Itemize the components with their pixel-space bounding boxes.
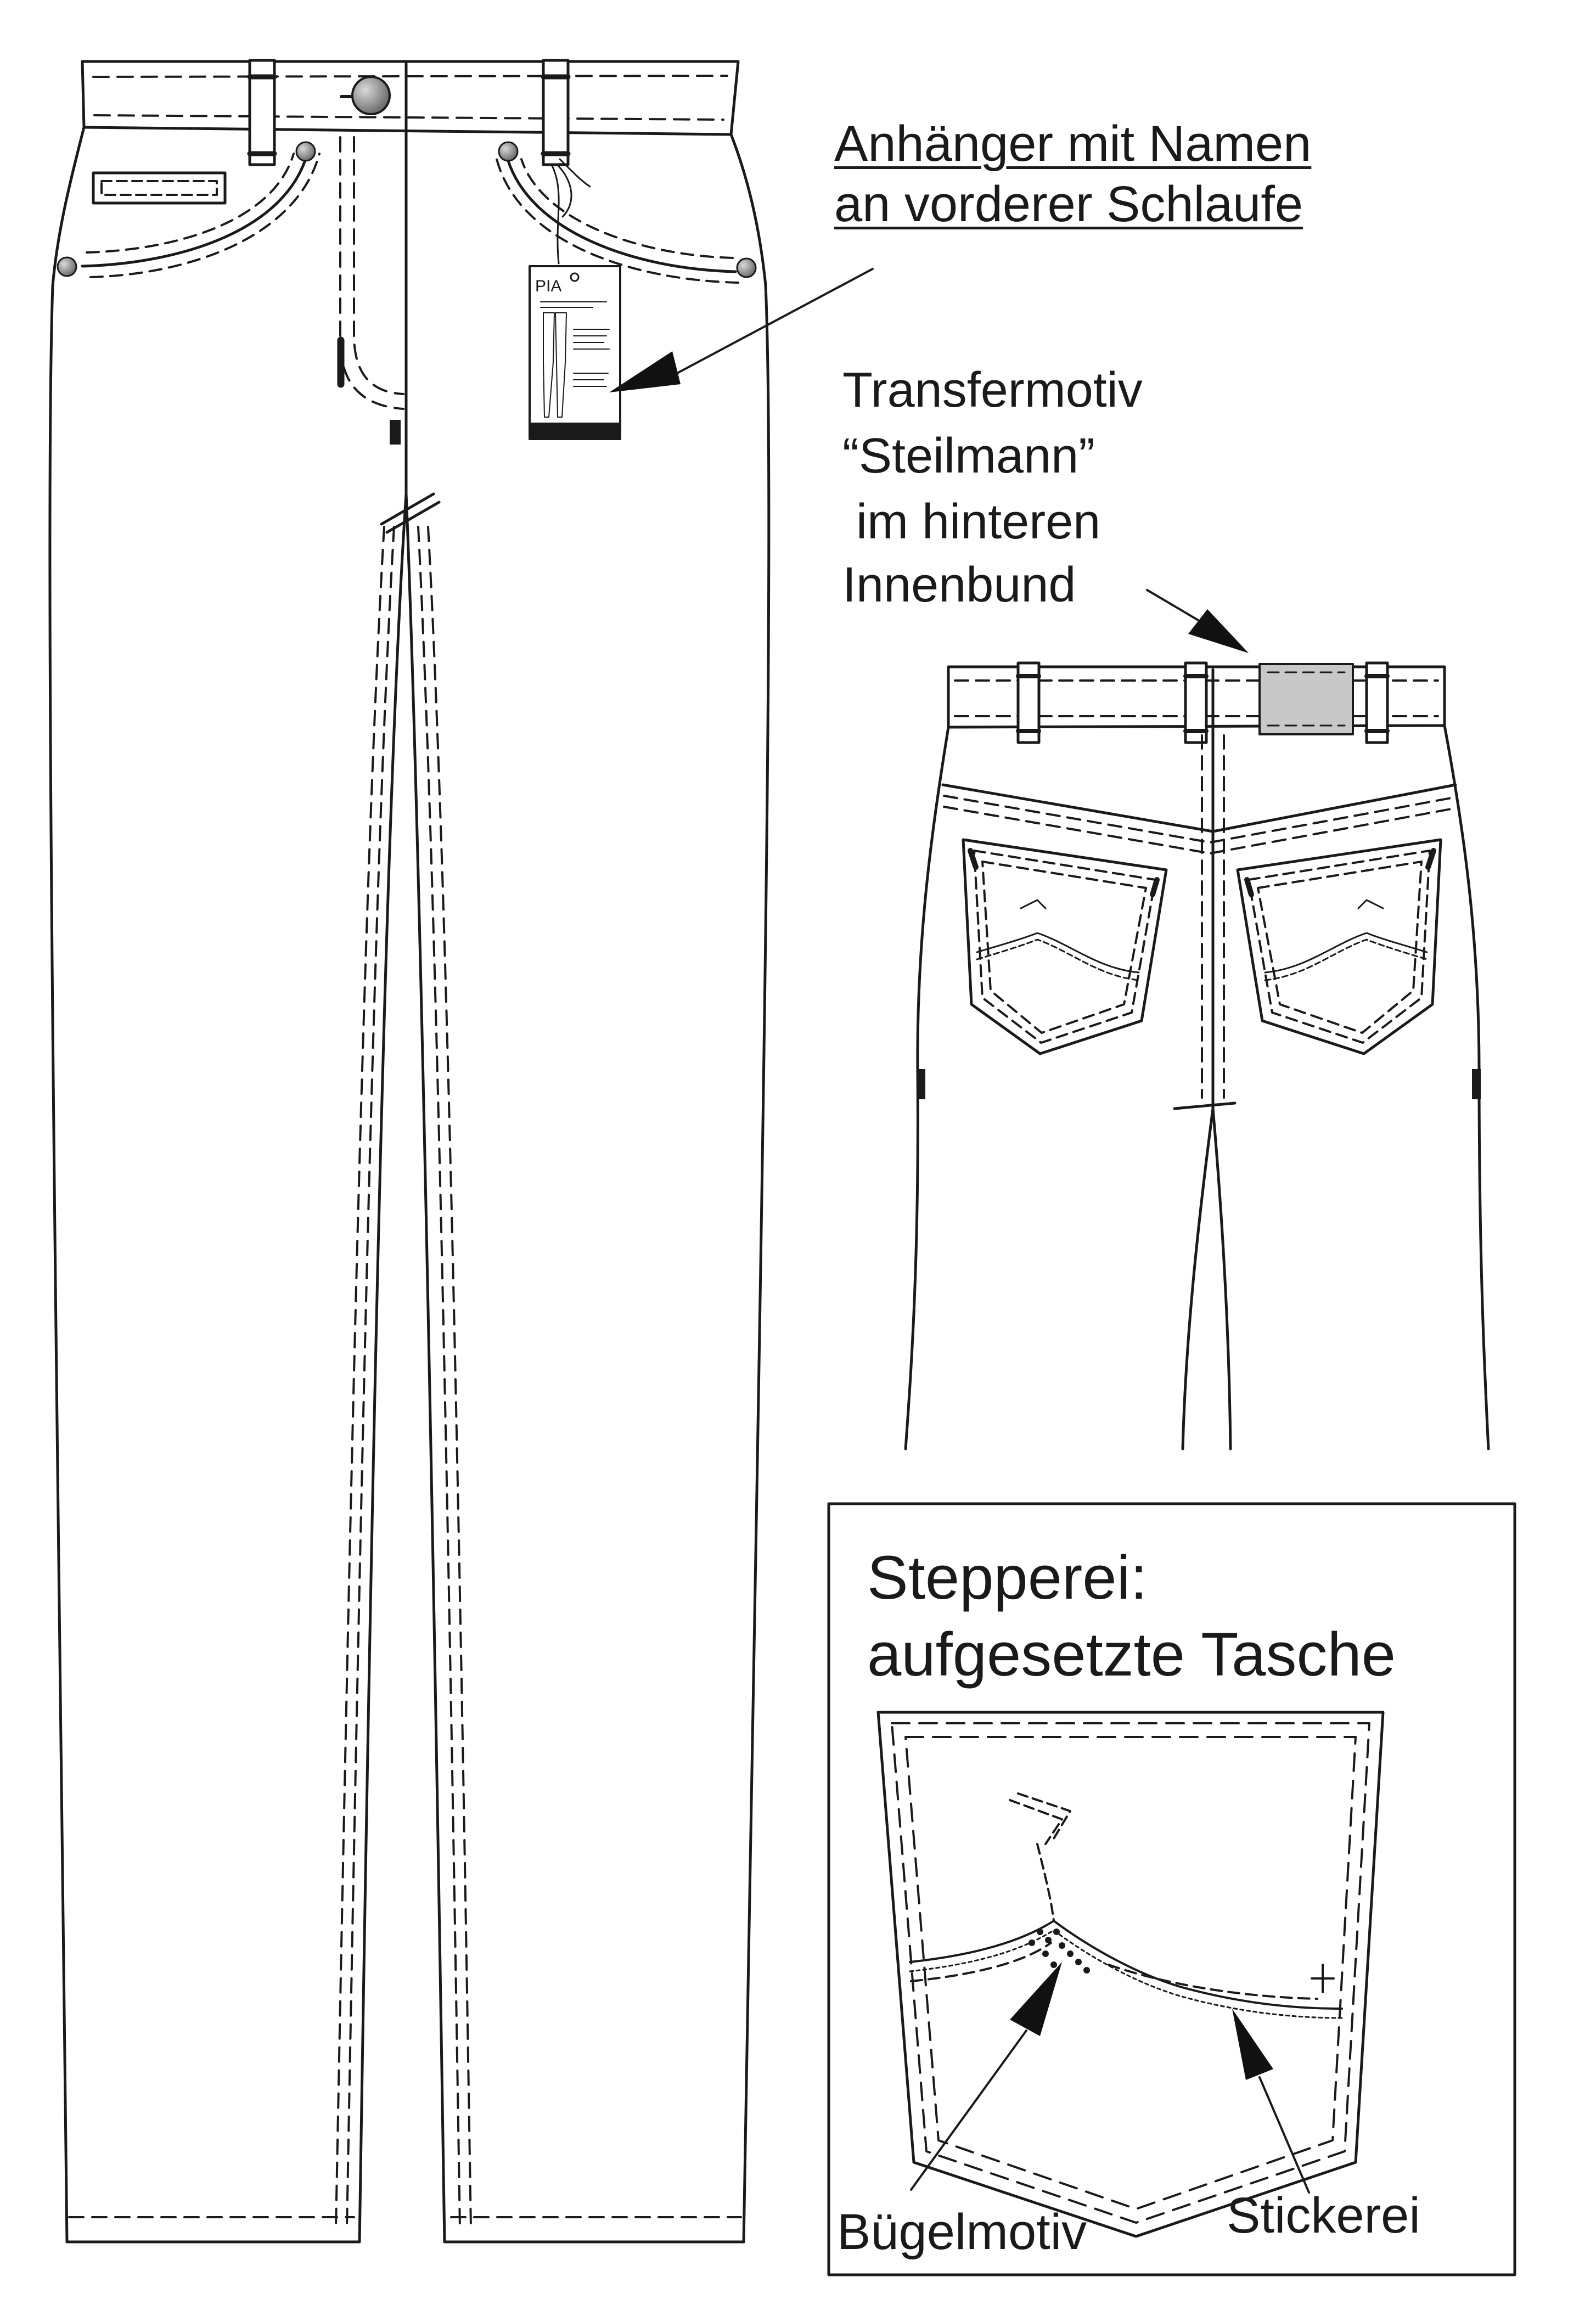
front-legs-outline [48,126,771,2244]
annotation-stickerei: Stickerei [1227,2188,1420,2244]
front-view [48,59,771,2244]
annotation-buegelmotiv: Bügelmotiv [837,2204,1087,2260]
hang-tag-name: PIA [535,277,562,295]
front-waistband [81,60,740,136]
front-button [340,76,391,115]
front-belt-loop-left [247,59,277,166]
front-fly-stitching [337,136,404,445]
annotation-tag-line2: an vorderer Schlaufe [834,176,1303,232]
detail-pocket [876,1711,1385,2238]
rivet [57,256,77,277]
arrow-buegelmotiv [910,1962,1062,2191]
back-yoke [941,734,1458,1099]
detail-title-line1: Stepperei: [867,1543,1148,1612]
rivet [498,141,519,162]
back-belt-loop [1364,661,1390,744]
annotation-tag-line1: Anhänger mit Namen [834,116,1312,172]
back-view [904,661,1490,1451]
arrow-transfer [1146,589,1249,653]
back-legs-outline [904,724,1490,1451]
front-pocket-left [81,152,321,278]
detail-title-line2: aufgesetzte Tasche [867,1620,1396,1689]
back-pocket-right [1236,838,1442,1055]
annotation-transfer-line1: Transfermotiv [842,363,1143,418]
back-belt-loop [1183,661,1209,744]
annotation-transfer-line3: im hinteren [856,494,1101,549]
detail-box [827,1502,1516,2276]
hang-tag [529,158,621,440]
arrow-hang-tag [609,268,874,392]
rivet [736,257,757,278]
rivet [295,141,316,162]
coin-pocket [92,171,227,205]
annotation-transfer-line2: “Steilmann” [842,429,1095,484]
front-pocket-right [496,158,739,284]
arrow-stickerei [1232,2009,1310,2194]
front-belt-loop-right [541,59,571,166]
back-pocket-left [962,838,1168,1055]
transfer-patch-steilmann [1258,663,1354,735]
annotation-transfer-line4: Innenbund [842,558,1076,612]
front-inseam-stitching [335,526,472,2229]
front-crotch-bartack [380,492,441,534]
back-belt-loop [1016,661,1041,744]
